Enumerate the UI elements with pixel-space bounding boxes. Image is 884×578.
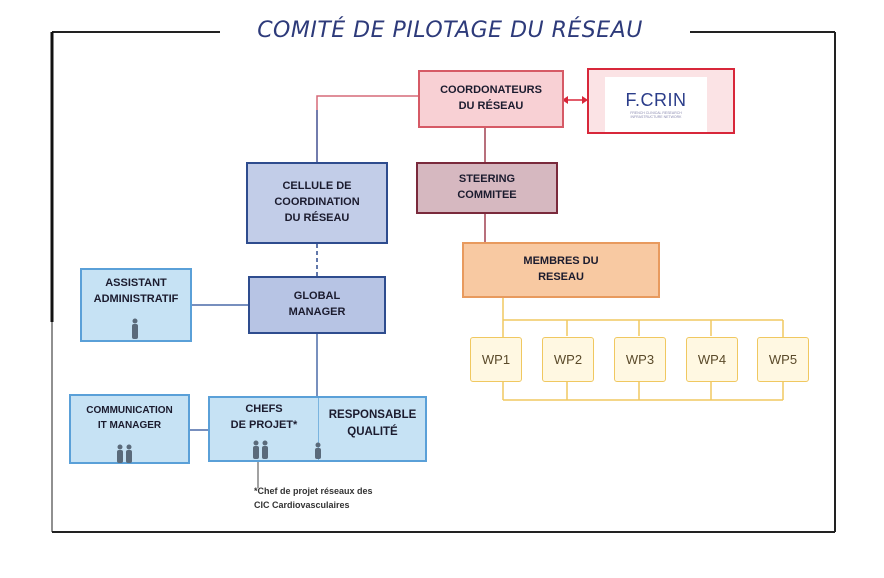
diagram-title: COMITÉ DE PILOTAGE DU RÉSEAU xyxy=(257,18,643,43)
arrow-right xyxy=(582,96,588,104)
arrow-left xyxy=(562,96,568,104)
people-icon xyxy=(253,440,268,459)
wp5-box: WP5 xyxy=(757,337,809,382)
footnote: *Chef de projet réseaux des CIC Cardiova… xyxy=(254,485,373,513)
steering-committee-box: STEERING COMMITEE xyxy=(416,162,558,214)
global-manager-box: GLOBAL MANAGER xyxy=(248,276,386,334)
chefs-de-projet-label: CHEFS DE PROJET* xyxy=(230,403,298,431)
link-coord-cellule-red xyxy=(316,95,418,162)
fcrin-logo: F.CRIN FRENCH CLINICAL RESEARCH INFRASTR… xyxy=(605,77,707,132)
responsable-qualite-label: RESPONSABLE QUALITÉ xyxy=(328,409,417,438)
cellule-coordination-box: CELLULE DE COORDINATION DU RÉSEAU xyxy=(246,162,388,244)
people-icon xyxy=(117,444,132,463)
membres-box: MEMBRES DU RESEAU xyxy=(462,242,660,298)
fcrin-logo-text: F.CRIN xyxy=(625,89,687,110)
fcrin-subtitle: FRENCH CLINICAL RESEARCH INFRASTRUCTURE … xyxy=(630,110,682,119)
chefs-divider xyxy=(318,398,319,460)
wp1-box: WP1 xyxy=(470,337,522,382)
wp3-box: WP3 xyxy=(614,337,666,382)
coordonateurs-box: COORDONATEURS DU RÉSEAU xyxy=(418,70,564,128)
footnote-line-1: *Chef de projet réseaux des xyxy=(254,486,373,496)
person-icon xyxy=(315,442,321,459)
person-icon xyxy=(132,318,138,339)
wp2-box: WP2 xyxy=(542,337,594,382)
wp4-box: WP4 xyxy=(686,337,738,382)
footnote-line-2: CIC Cardiovasculaires xyxy=(254,499,350,510)
